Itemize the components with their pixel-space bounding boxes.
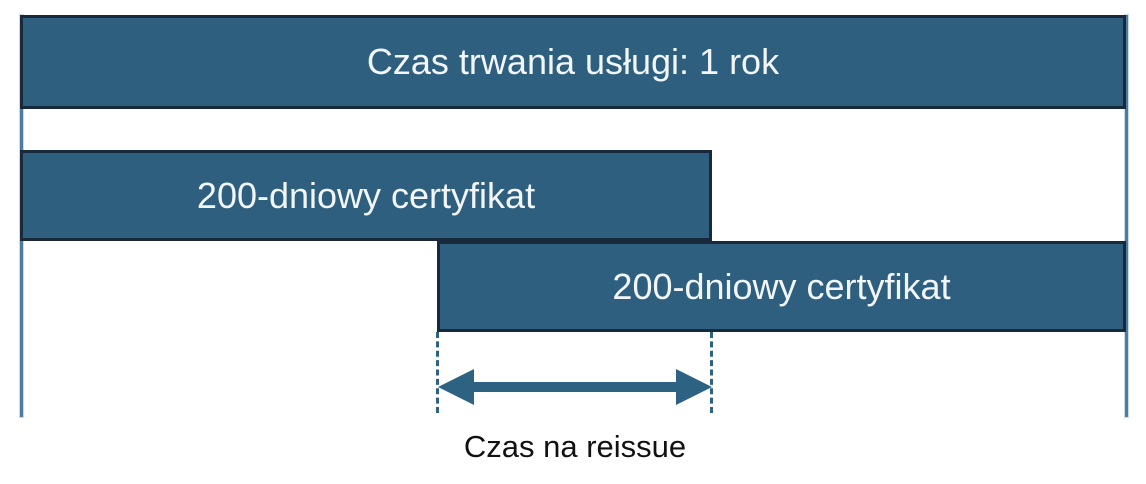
reissue-window-end-dashed-line (710, 332, 713, 413)
service-duration-bar: Czas trwania usługi: 1 rok (20, 15, 1126, 109)
reissue-window-start-dashed-line (436, 332, 439, 413)
double-headed-arrow-icon (438, 369, 712, 405)
certificate-1-label: 200-dniowy certyfikat (196, 174, 536, 216)
service-end-guide-line (1125, 15, 1128, 417)
certificate-1-bar: 200-dniowy certyfikat (20, 150, 712, 241)
certificate-2-label: 200-dniowy certyfikat (612, 265, 951, 307)
reissue-caption: Czas na reissue (463, 429, 687, 464)
certificate-2-bar: 200-dniowy certyfikat (437, 241, 1126, 332)
service-duration-label: Czas trwania usługi: 1 rok (366, 41, 780, 82)
